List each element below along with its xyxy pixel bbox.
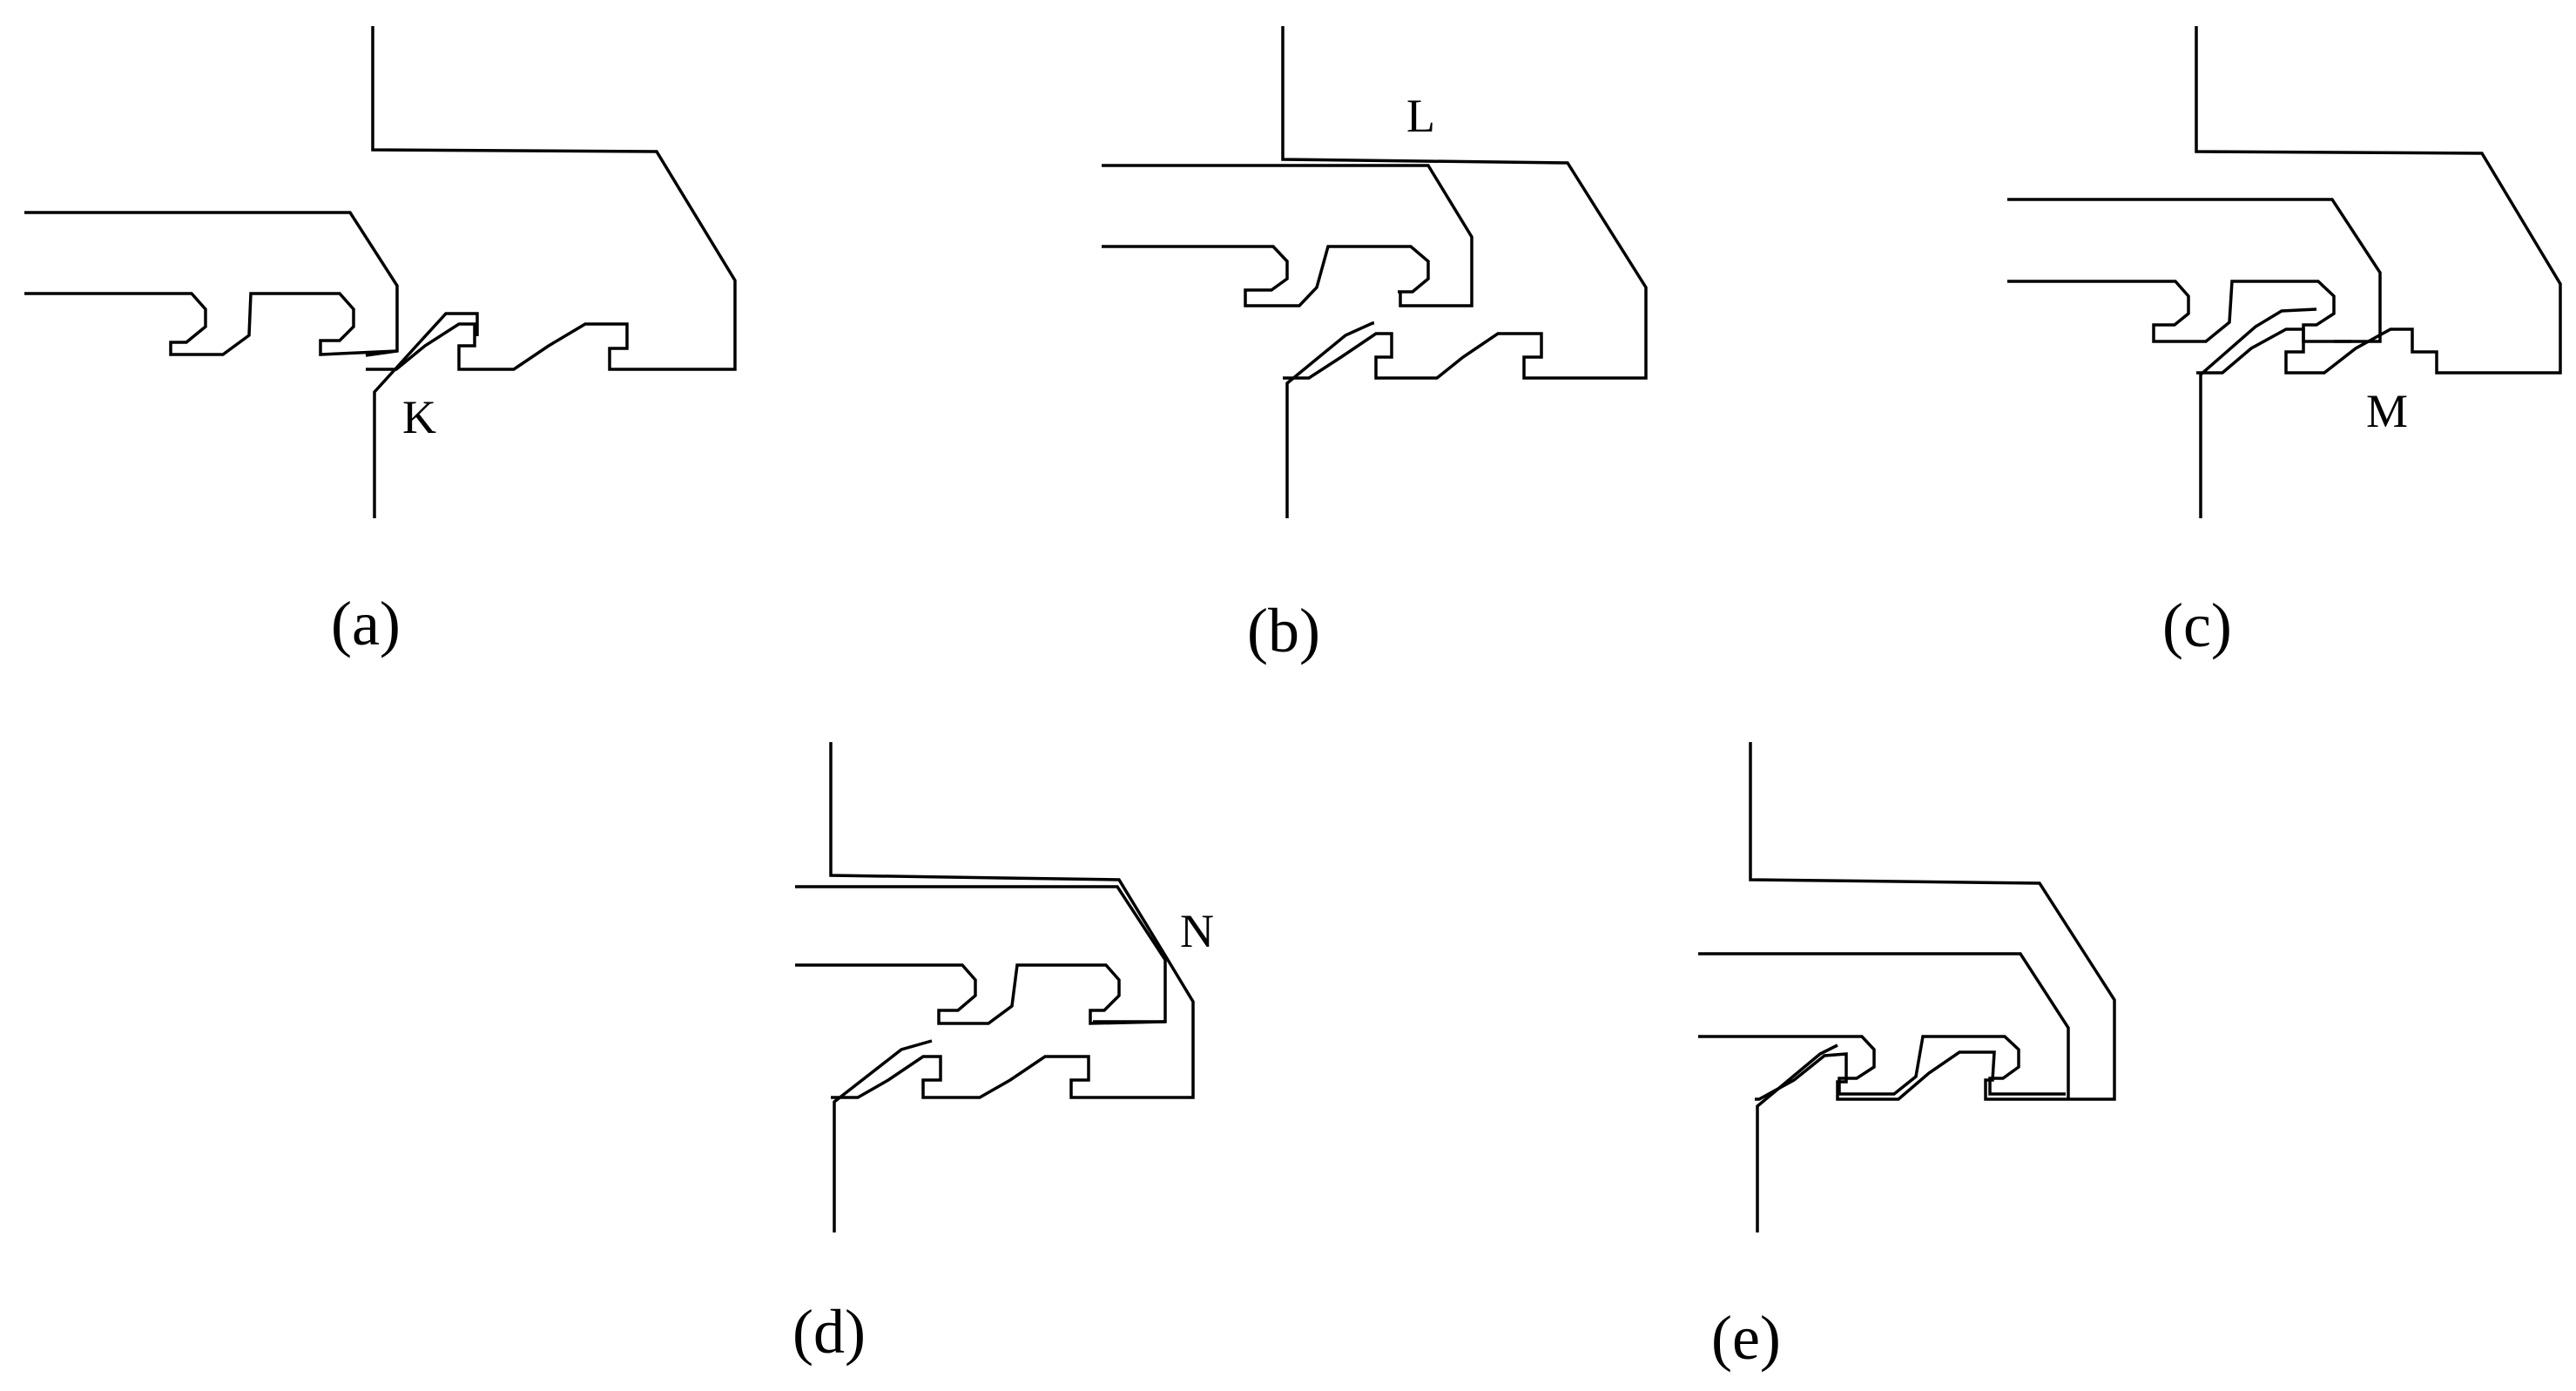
- panel-d: N (d): [792, 742, 1214, 1367]
- panel-c-upper-part: [2195, 26, 2562, 375]
- panel-b: L (b): [1102, 26, 1648, 665]
- panel-c-middle-hooks: [2007, 280, 2351, 343]
- panel-a-middle-hooks: [24, 292, 398, 356]
- panel-c-point-label: M: [2366, 385, 2408, 437]
- panel-e-middle-hooks: [1698, 1035, 2066, 1096]
- panel-d-caption: (d): [792, 1297, 866, 1367]
- panel-d-point-label: N: [1180, 905, 1214, 957]
- panel-b-point-label: L: [1406, 90, 1435, 142]
- panel-a-caption: (a): [331, 589, 401, 658]
- panel-b-middle-part: [1102, 164, 1473, 307]
- panel-e-lower-part: [1756, 1043, 1838, 1232]
- panel-c: M (c): [2007, 26, 2562, 660]
- panel-b-caption: (b): [1247, 596, 1320, 665]
- panel-c-lower-part: [2199, 307, 2317, 518]
- panel-c-caption: (c): [2162, 591, 2232, 660]
- panel-d-lower-part: [833, 1039, 933, 1232]
- panel-a-middle-part: [24, 211, 399, 357]
- panel-a-lower-part: [373, 312, 479, 518]
- panel-e-middle-part: [1698, 952, 2070, 1099]
- panel-e-outer-shell: [1749, 742, 2116, 1101]
- panel-a: K (a): [24, 26, 737, 658]
- panel-e: (e): [1698, 742, 2116, 1373]
- panel-a-upper-part: [366, 26, 737, 371]
- panel-e-caption: (e): [1711, 1303, 1781, 1373]
- panel-a-point-label: K: [402, 391, 436, 443]
- panel-d-upper-part: [829, 742, 1195, 1099]
- panel-d-middle-hooks: [795, 963, 1166, 1025]
- panel-b-lower-part: [1285, 321, 1374, 518]
- panel-d-middle-part: [795, 885, 1167, 1023]
- panel-b-middle-hooks: [1102, 245, 1430, 307]
- panel-b-upper-part: [1281, 26, 1648, 380]
